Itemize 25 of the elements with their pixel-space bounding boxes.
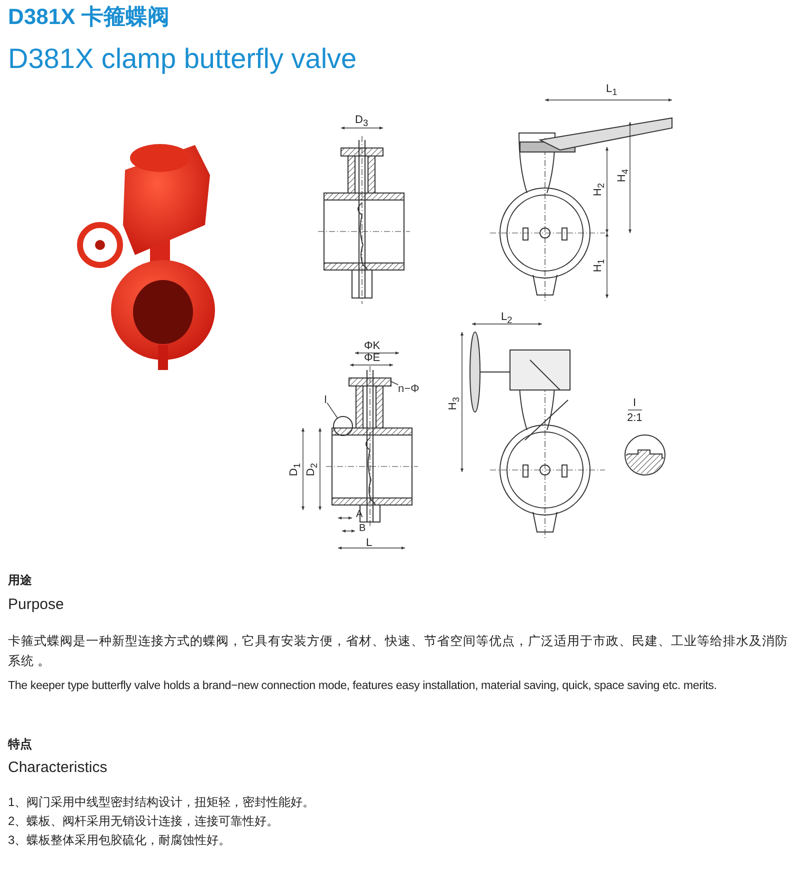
list-item: 1、阀门采用中线型密封结构设计，扭矩轻，密封性能好。: [8, 795, 315, 810]
callout-label: I: [324, 394, 328, 408]
dim-label: D$_{3}$: [355, 114, 368, 130]
dim-label: L$_{1}$: [606, 83, 618, 98]
dim-label: L$_{2}$: [501, 311, 512, 326]
dim-label: ΦK: [364, 340, 380, 353]
detail-circle: [333, 416, 353, 436]
leader-line: [390, 380, 398, 386]
detail-label: I: [633, 397, 636, 410]
callout-label: n−Φ: [398, 383, 420, 396]
leader-line: [326, 402, 338, 418]
dim-label: B: [359, 523, 366, 535]
title: D381X 卡箍蝶阀: [8, 4, 170, 30]
dim-label: ΦE: [364, 352, 380, 366]
paragraph: 卡箍式蝶阀是一种新型连接方式的蝶阀，它具有安装方便，省材、快速、节省空间等优点，广泛适用于市政、民建、工业等给排水及消防系统 。: [8, 633, 788, 670]
dim-label: L: [366, 537, 372, 550]
paragraph: The keeper type butterfly valve holds a brand−new connection mode, features easy installation, material saving, quick, space saving etc. merits.: [8, 679, 717, 693]
scale-label: 2:1: [627, 412, 642, 426]
list-item: 2、蝶板、阀杆采用无销设计连接，连接可靠性好。: [8, 814, 279, 828]
list-item: 3、蝶板整体采用包胶硫化，耐腐蚀性好。: [8, 833, 231, 848]
section-heading: Purpose: [8, 596, 64, 614]
section-heading: 用途: [8, 573, 32, 588]
section-heading: 特点: [8, 737, 32, 752]
title: D381X clamp butterfly valve: [8, 42, 357, 76]
section-heading: Characteristics: [8, 759, 108, 777]
